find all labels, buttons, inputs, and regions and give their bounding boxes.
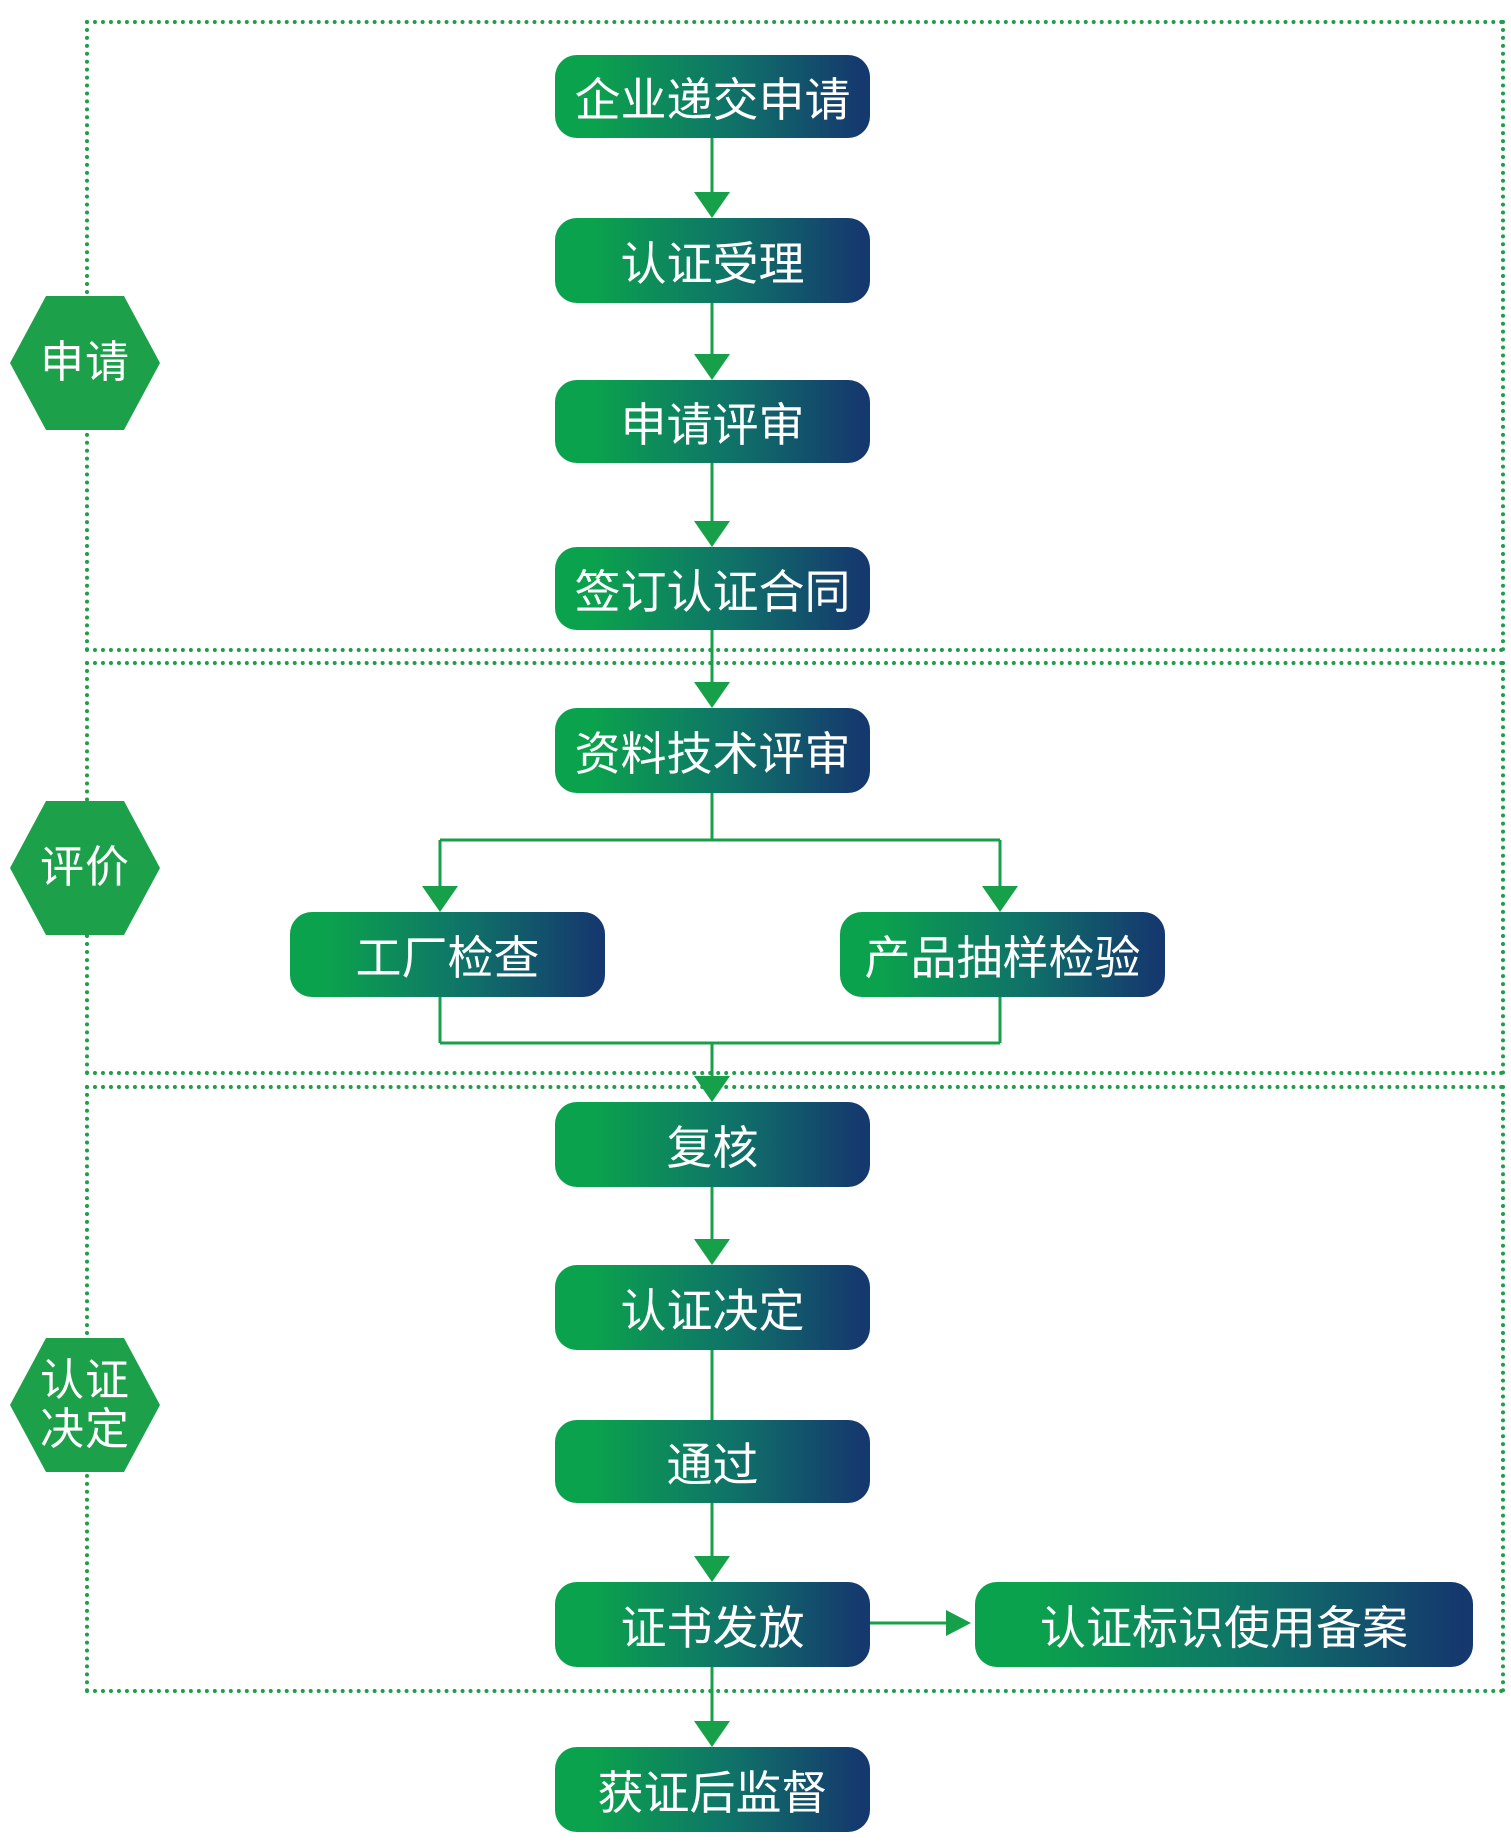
arrow-review-to-contract bbox=[694, 463, 730, 547]
step-product-sampling-test: 产品抽样检验 bbox=[840, 912, 1165, 997]
step-certification-mark-filing-label: 认证标识使用备案 bbox=[1040, 1601, 1408, 1654]
arrow-issue-to-supervision bbox=[694, 1667, 730, 1747]
step-certification-acceptance-label: 认证受理 bbox=[620, 237, 805, 290]
step-certification-decision: 认证决定 bbox=[555, 1265, 870, 1350]
hexagon-decide-label: 认证 决定 bbox=[40, 1355, 130, 1454]
step-certification-mark-filing: 认证标识使用备案 bbox=[975, 1582, 1473, 1667]
step-recheck-label: 复核 bbox=[666, 1121, 759, 1174]
arrow-submit-to-accept bbox=[694, 138, 730, 218]
arrow-accept-to-review bbox=[694, 303, 730, 380]
step-submit-application: 企业递交申请 bbox=[555, 55, 870, 138]
step-pass-label: 通过 bbox=[666, 1438, 759, 1491]
hexagon-apply: 申请 bbox=[10, 296, 160, 430]
step-sign-contract: 签订认证合同 bbox=[555, 547, 870, 630]
step-recheck: 复核 bbox=[555, 1102, 870, 1187]
arrow-recheck-to-decision bbox=[694, 1187, 730, 1265]
step-sign-contract-label: 签订认证合同 bbox=[574, 565, 851, 618]
arrow-contract-to-tech-review bbox=[694, 630, 730, 708]
step-certificate-issuance: 证书发放 bbox=[555, 1582, 870, 1667]
step-technical-document-review: 资料技术评审 bbox=[555, 708, 870, 793]
arrow-issue-to-mark-filing bbox=[870, 1610, 971, 1636]
step-submit-application-label: 企业递交申请 bbox=[574, 73, 851, 126]
branch-tech-review-split bbox=[422, 793, 1018, 912]
step-pass: 通过 bbox=[555, 1420, 870, 1503]
step-application-review: 申请评审 bbox=[555, 380, 870, 463]
step-application-review-label: 申请评审 bbox=[620, 398, 805, 451]
step-certificate-issuance-label: 证书发放 bbox=[620, 1601, 805, 1654]
step-post-certification-supervision: 获证后监督 bbox=[555, 1747, 870, 1832]
step-certification-acceptance: 认证受理 bbox=[555, 218, 870, 303]
hexagon-evaluate: 评价 bbox=[10, 801, 160, 935]
branch-merge-to-recheck bbox=[438, 997, 1002, 1102]
step-certification-decision-label: 认证决定 bbox=[620, 1284, 805, 1337]
hexagon-evaluate-label: 评价 bbox=[40, 843, 130, 893]
step-post-certification-supervision-label: 获证后监督 bbox=[597, 1766, 828, 1819]
arrow-pass-to-issue bbox=[694, 1503, 730, 1582]
step-product-sampling-test-label: 产品抽样检验 bbox=[864, 931, 1141, 984]
step-factory-inspection: 工厂检查 bbox=[290, 912, 605, 997]
hexagon-decide: 认证 决定 bbox=[10, 1338, 160, 1472]
step-factory-inspection-label: 工厂检查 bbox=[355, 931, 540, 984]
step-technical-document-review-label: 资料技术评审 bbox=[574, 727, 851, 780]
hexagon-apply-label: 申请 bbox=[40, 338, 130, 388]
